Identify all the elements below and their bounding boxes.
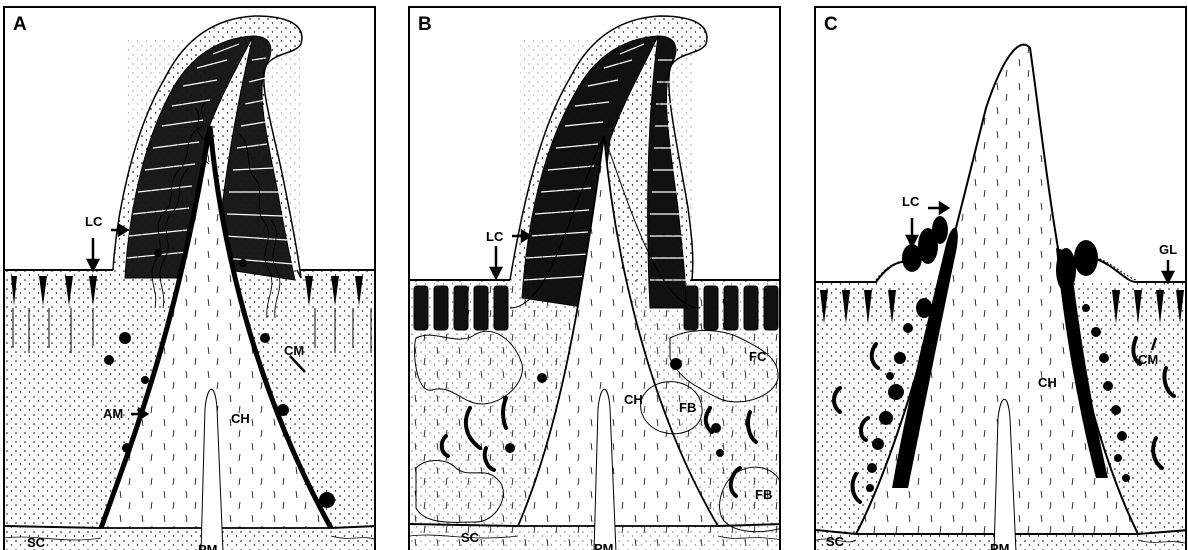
label-cm: CM <box>1138 352 1158 367</box>
label-lc: LC <box>486 229 503 244</box>
panel-a-letter: A <box>13 14 27 36</box>
label-ch: CH <box>231 411 250 426</box>
label-cm: CM <box>284 343 304 358</box>
panel-b-illustration <box>410 8 781 550</box>
panel-a: A LC CM AM CH SC PM <box>3 6 376 550</box>
label-gl: GL <box>1159 242 1177 257</box>
label-sc: SC <box>826 534 844 549</box>
label-lc: LC <box>902 194 919 209</box>
label-ch: CH <box>1038 375 1057 390</box>
label-pm: PM <box>198 542 218 550</box>
label-pm: PM <box>594 541 614 550</box>
panel-c-letter: C <box>824 14 838 36</box>
panel-a-illustration <box>5 8 376 550</box>
panel-b-letter: B <box>418 14 432 36</box>
label-sc: SC <box>27 535 45 550</box>
label-pm: PM <box>990 541 1010 550</box>
label-fb-lower: FB <box>755 487 772 502</box>
label-lc: LC <box>85 214 102 229</box>
label-ch: CH <box>624 392 643 407</box>
panel-b: B LC FC CH FB FB SC PM <box>408 6 781 550</box>
label-am: AM <box>103 406 123 421</box>
label-fb-upper: FB <box>679 400 696 415</box>
label-fc: FC <box>749 349 766 364</box>
label-sc: SC <box>461 530 479 545</box>
panel-c-illustration <box>816 8 1187 550</box>
panel-c: C LC GL CM CH SC PM <box>814 6 1187 550</box>
